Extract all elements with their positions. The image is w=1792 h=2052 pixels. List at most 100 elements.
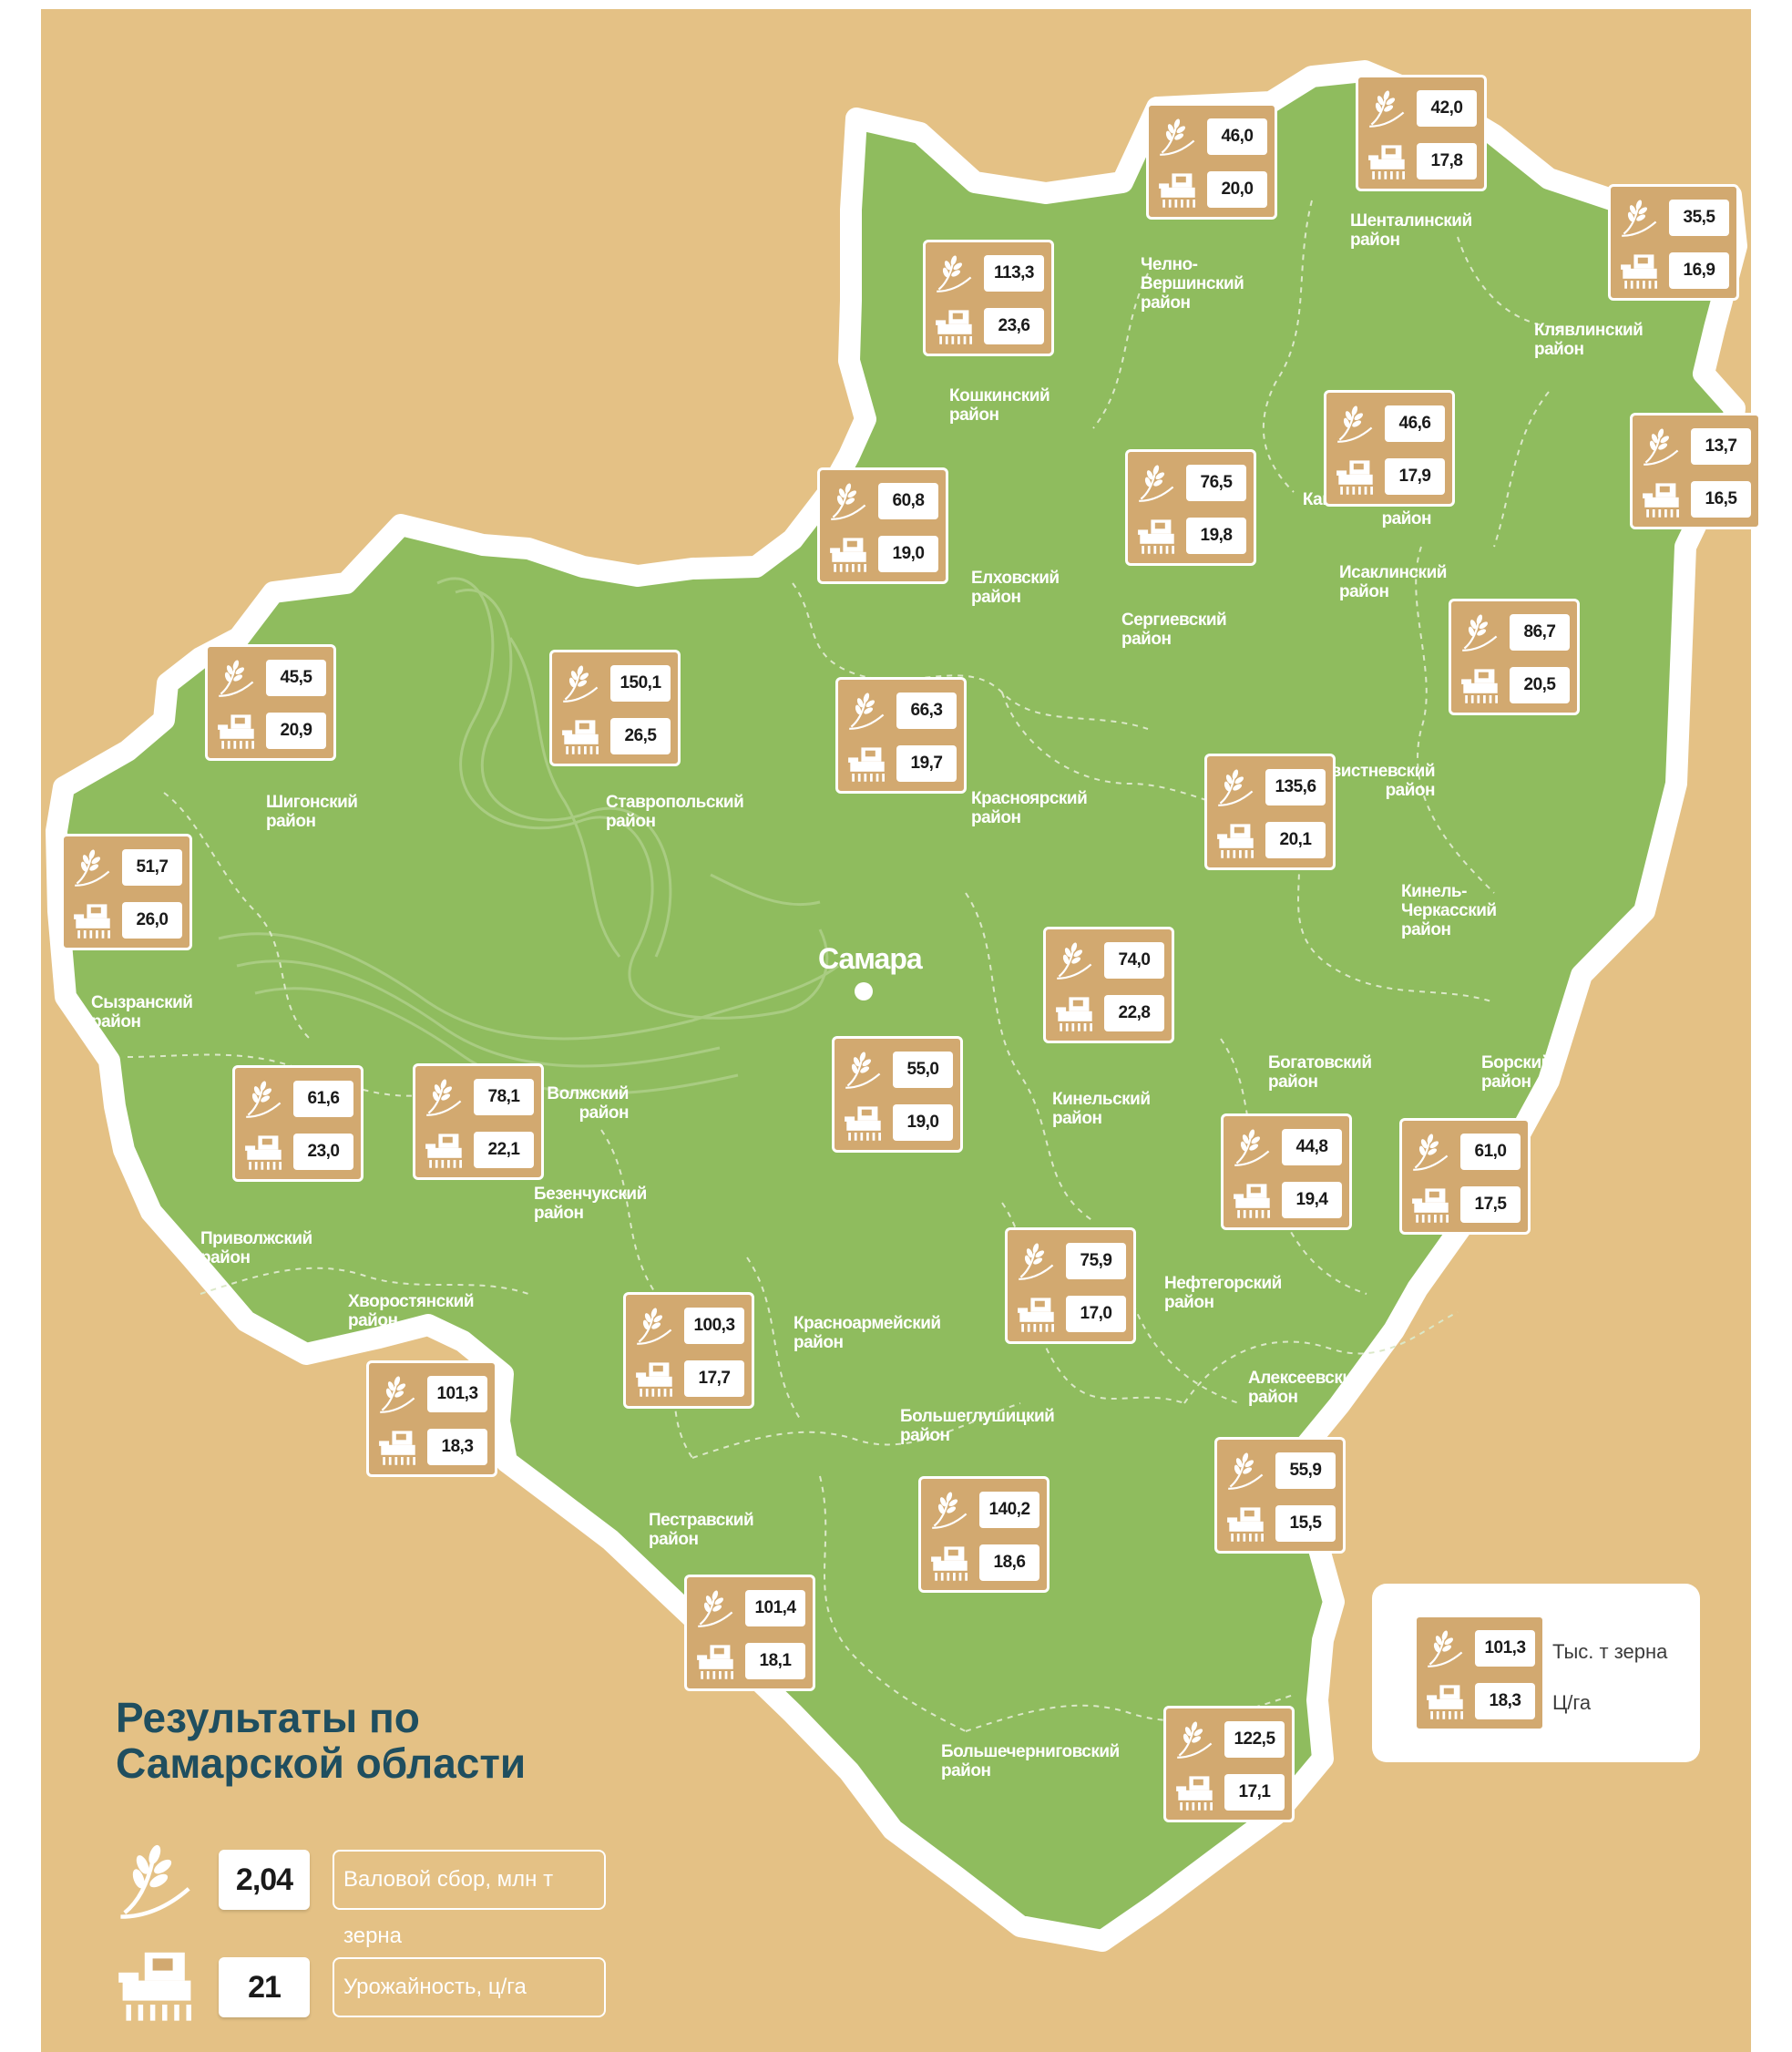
- harvester-icon: [1233, 1180, 1273, 1220]
- harvester-icon: [1367, 141, 1408, 181]
- wheat-icon: [1175, 1719, 1215, 1760]
- yield-value: 22,8: [1104, 995, 1164, 1031]
- harvester-icon: [1175, 1772, 1215, 1812]
- district-name-line: район: [1401, 920, 1451, 939]
- harvester-icon: [847, 744, 887, 784]
- yield-value: 23,6: [984, 308, 1044, 344]
- yield-value: 19,0: [878, 536, 938, 572]
- wheat-icon: [935, 253, 975, 293]
- district-name-line: Сызранский: [91, 993, 193, 1012]
- yield-value: 18,3: [427, 1429, 487, 1465]
- yield-value: 19,8: [1186, 518, 1246, 554]
- wheat-icon: [1158, 117, 1198, 157]
- yield-value: 17,7: [684, 1360, 744, 1397]
- summary-gross-value: 2,04: [219, 1850, 310, 1910]
- yield-value: 17,8: [1417, 143, 1477, 180]
- yield-value: 26,5: [610, 718, 671, 754]
- harvester-icon: [1017, 1294, 1057, 1334]
- harvester-icon: [117, 1944, 197, 2025]
- district-name-line: Борский: [1481, 1053, 1551, 1072]
- summary-title: Результаты по Самарской области: [116, 1695, 526, 1786]
- harvester-icon: [829, 534, 869, 574]
- yield-value: 15,5: [1275, 1505, 1336, 1542]
- wheat-icon: [1216, 767, 1256, 807]
- harvester-icon: [1055, 993, 1095, 1033]
- gross-value: 100,3: [684, 1308, 744, 1344]
- district-name-line: район: [1268, 1072, 1318, 1092]
- harvester-icon: [425, 1130, 465, 1170]
- legend-yield-label: Ц/га: [1552, 1691, 1592, 1714]
- gross-value: 113,3: [984, 255, 1044, 292]
- yield-value: 18,6: [979, 1544, 1039, 1581]
- wheat-icon: [930, 1490, 970, 1530]
- wheat-icon: [117, 1841, 197, 1921]
- district-name-line: район: [649, 1530, 699, 1549]
- gross-value: 86,7: [1510, 614, 1570, 651]
- legend-yield-value: 18,3: [1475, 1683, 1535, 1719]
- legend-card: 101,3 18,3: [1414, 1615, 1545, 1731]
- district-name-line: Кошкинский: [949, 386, 1050, 405]
- district-name-line: район: [1481, 1072, 1531, 1092]
- legend-box: 101,3 18,3 Тыс. т зерна Ц/га: [1372, 1584, 1700, 1762]
- yield-value: 19,7: [896, 745, 957, 782]
- summary-title-line1: Результаты по: [116, 1694, 420, 1741]
- harvester-icon: [1137, 516, 1177, 556]
- gross-value: 74,0: [1104, 942, 1164, 979]
- district-name-line: Исаклинский: [1339, 563, 1447, 582]
- gross-value: 76,5: [1186, 465, 1246, 501]
- harvester-icon: [1158, 169, 1198, 210]
- district-name-line: район: [348, 1311, 398, 1330]
- district-name-line: район: [794, 1333, 844, 1352]
- gross-value: 75,9: [1066, 1243, 1126, 1279]
- district-name-line: Большеглушицкий: [900, 1407, 1055, 1426]
- harvester-icon: [1216, 820, 1256, 860]
- harvester-icon: [930, 1543, 970, 1583]
- district-name-line: Богатовский: [1268, 1053, 1372, 1072]
- harvester-icon: [1411, 1185, 1451, 1225]
- district-name-line: Шигонский: [266, 793, 358, 812]
- district-name-line: Пестравский: [649, 1511, 754, 1530]
- district-name-line: Елховский: [971, 569, 1060, 588]
- district-name-line: район: [200, 1248, 251, 1267]
- gross-value: 55,0: [893, 1052, 953, 1088]
- harvester-icon: [935, 306, 975, 346]
- district-name-line: Черкасский: [1401, 901, 1497, 920]
- district-name-line: район: [941, 1761, 991, 1780]
- gross-value: 46,0: [1207, 118, 1267, 155]
- district-name-line: Вершинский: [1141, 274, 1244, 293]
- harvester-icon: [1642, 479, 1682, 519]
- city-label: Самара: [818, 942, 923, 975]
- wheat-icon: [829, 481, 869, 521]
- wheat-icon: [1336, 404, 1376, 444]
- district-name-line: Шенталинский: [1350, 211, 1472, 231]
- gross-value: 140,2: [979, 1492, 1039, 1528]
- yield-value: 17,5: [1460, 1186, 1521, 1223]
- district-name-line: район: [534, 1204, 584, 1223]
- wheat-icon: [635, 1306, 675, 1346]
- district-name-line: Алексеевский: [1248, 1369, 1363, 1388]
- yield-value: 17,9: [1385, 458, 1445, 495]
- district-name-line: район: [1121, 630, 1172, 649]
- harvester-icon: [217, 711, 257, 751]
